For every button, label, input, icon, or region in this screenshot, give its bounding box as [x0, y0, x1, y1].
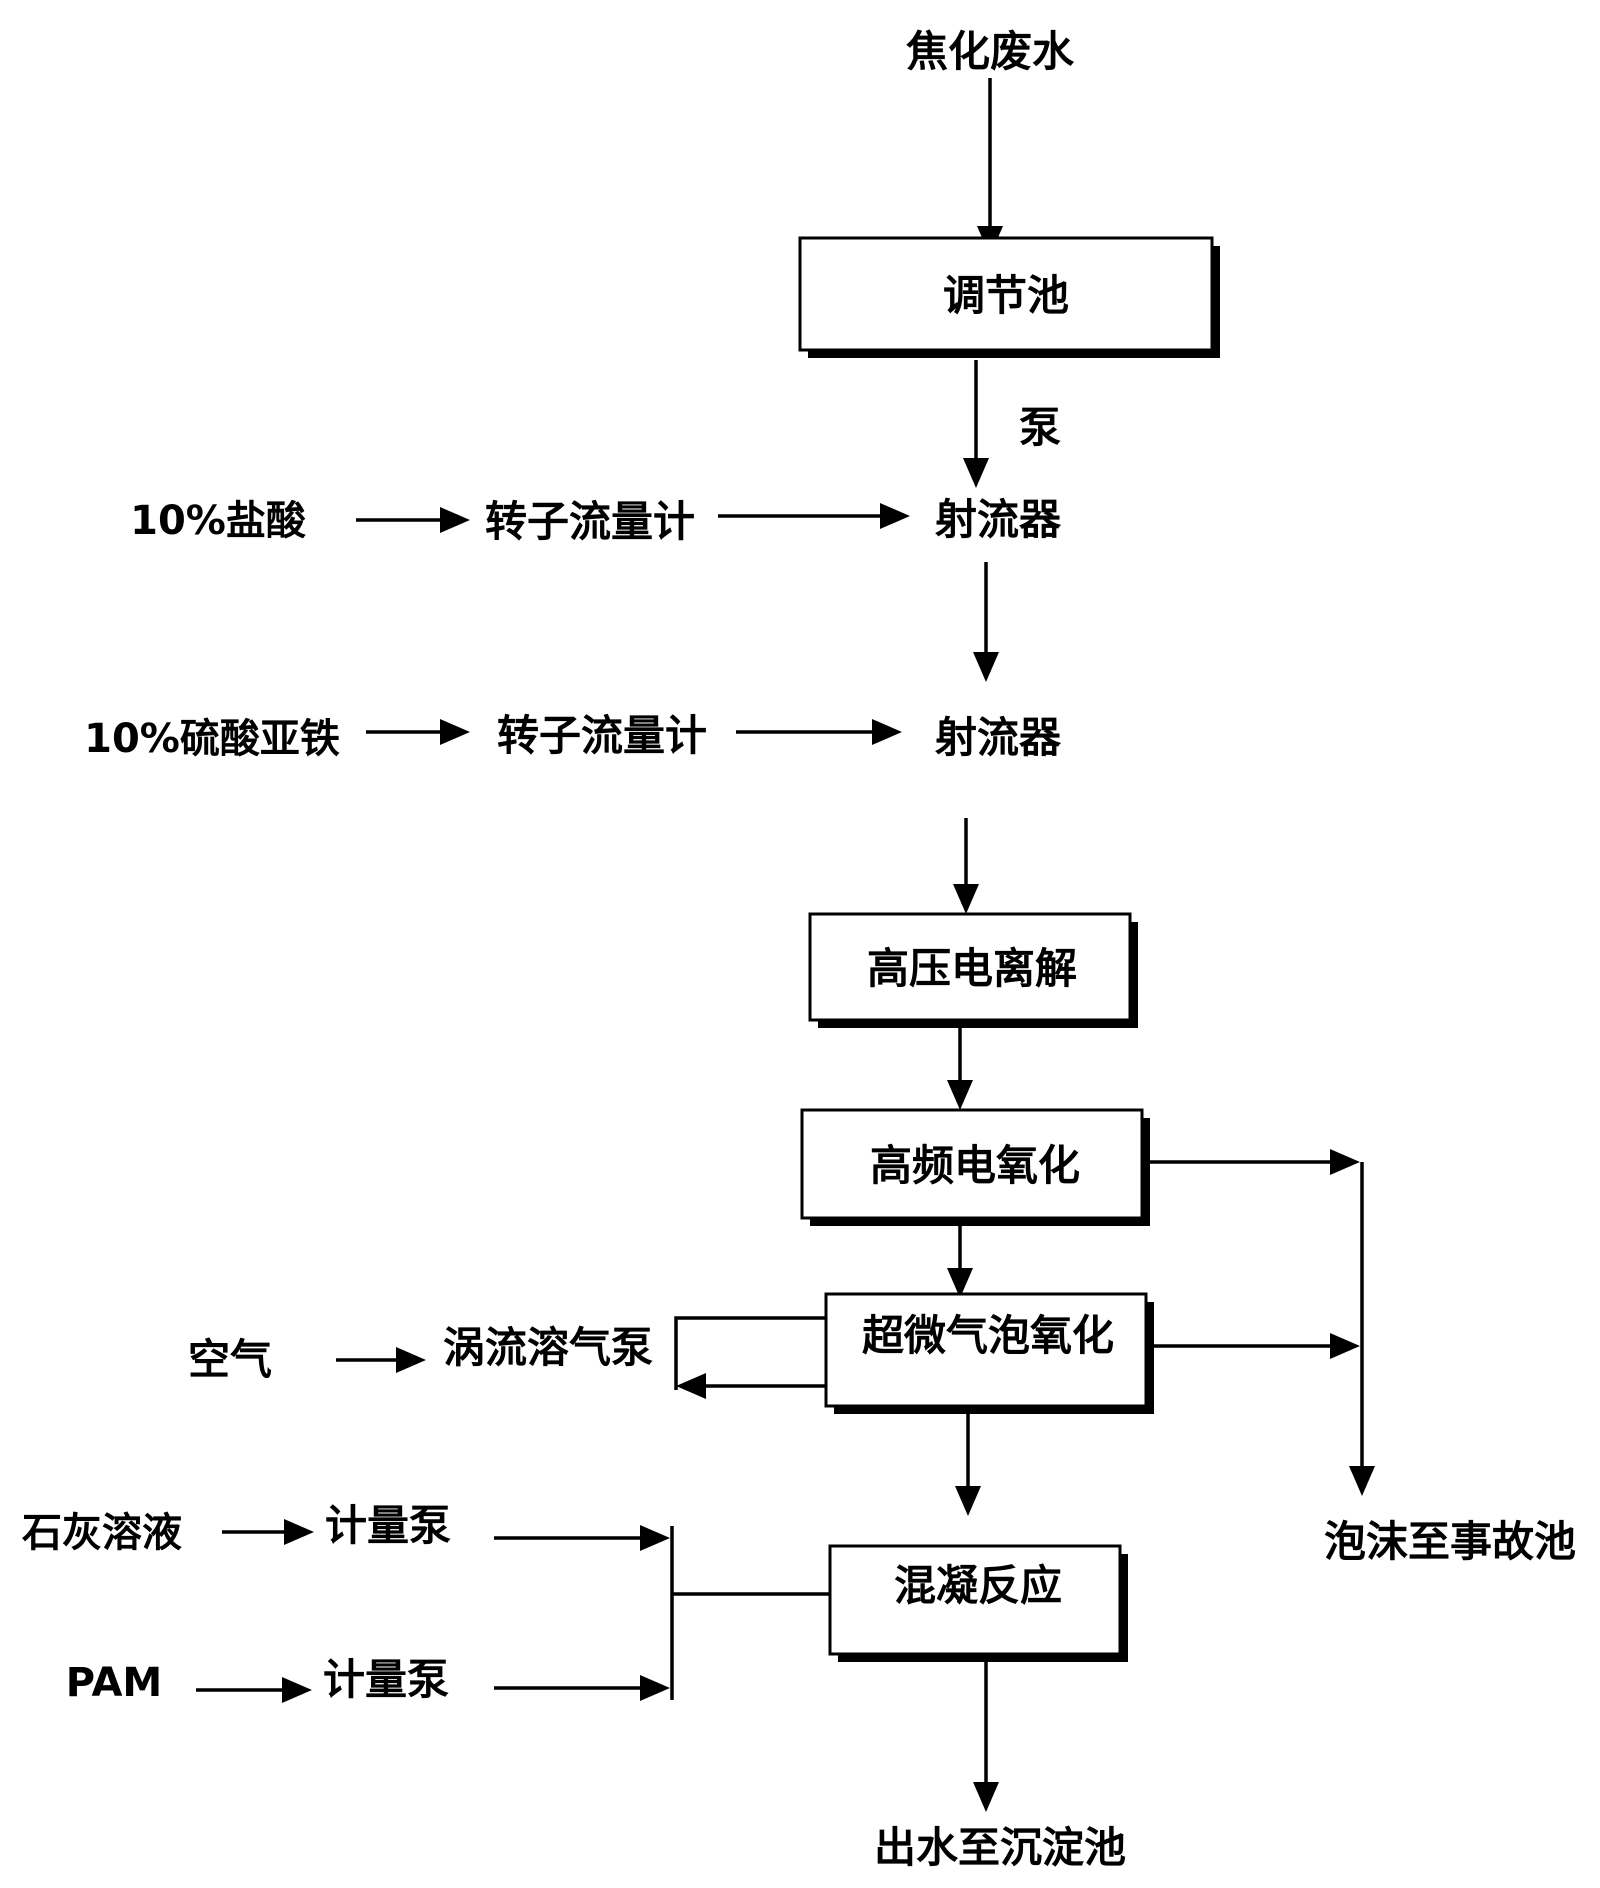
feso4-rotameter-label: 转子流量计 — [497, 711, 707, 760]
arrow-hf-to-foam-head — [1330, 1149, 1360, 1175]
regulating-tank-box — [798, 236, 1214, 352]
ejector1-label: 射流器 — [935, 495, 1062, 544]
pump-label: 泵 — [1019, 403, 1061, 452]
arrow-loop-return-head — [676, 1373, 706, 1399]
lime-solution-label: 石灰溶液 — [22, 1510, 182, 1556]
microbubble-box — [824, 1292, 1148, 1408]
line-microbubble-loop — [674, 1316, 826, 1390]
microbubble-label: 超微气泡氧化 — [862, 1311, 1114, 1360]
hf-oxidation-label: 高频电氧化 — [870, 1141, 1080, 1190]
arrow-ejector2-to-ionization-head — [953, 884, 979, 914]
ionization-box — [808, 912, 1132, 1022]
foam-collector-line-head — [1349, 1466, 1375, 1496]
arrow-microbubble-to-foam-head — [1330, 1333, 1360, 1359]
lime-metering-pump-label: 计量泵 — [325, 1501, 451, 1550]
arrow-pam-pump-to-manifold-head — [640, 1675, 670, 1701]
arrow-pam-to-pump-head — [282, 1677, 312, 1703]
regulating-tank-label: 调节池 — [943, 271, 1069, 320]
pam-metering-pump-label: 计量泵 — [323, 1655, 449, 1704]
arrow-ejector1-to-ejector2-head — [973, 652, 999, 682]
hcl-rotameter-label: 转子流量计 — [485, 497, 695, 546]
feso4-reagent-label: 10%硫酸亚铁 — [84, 716, 340, 762]
hf-oxidation-box — [800, 1108, 1144, 1220]
arrow-meter-to-ejector2-head — [872, 719, 902, 745]
coking-wastewater-label: 焦化废水 — [906, 27, 1075, 76]
vortex-pump-label: 涡流溶气泵 — [443, 1323, 653, 1372]
pam-label: PAM — [66, 1660, 162, 1706]
arrow-lime-pump-to-manifold-head — [640, 1525, 670, 1551]
coagulation-box — [828, 1544, 1122, 1656]
arrow-tank-to-ejector1-head — [963, 458, 989, 488]
coagulation-label: 混凝反应 — [894, 1561, 1062, 1610]
arrow-hcl-to-meter-head — [440, 507, 470, 533]
ionization-label: 高压电离解 — [867, 944, 1077, 993]
hcl-reagent-label: 10%盐酸 — [130, 498, 307, 544]
arrow-lime-to-pump-head — [284, 1519, 314, 1545]
arrow-air-to-pump-head — [396, 1347, 426, 1373]
arrow-ionization-to-hf-oxidation-head — [947, 1080, 973, 1110]
arrow-meter-to-ejector1-head — [880, 503, 910, 529]
arrow-feso4-to-meter-head — [440, 719, 470, 745]
foam-to-accident-tank-label: 泡沫至事故池 — [1324, 1517, 1576, 1566]
arrow-microbubble-to-coagulation-head — [955, 1486, 981, 1516]
arrow-hf-to-microbubble-head — [947, 1268, 973, 1298]
arrow-coagulation-to-effluent-head — [973, 1782, 999, 1812]
effluent-label: 出水至沉淀池 — [874, 1823, 1126, 1872]
ejector2-label: 射流器 — [935, 713, 1062, 762]
air-label: 空气 — [188, 1335, 272, 1384]
